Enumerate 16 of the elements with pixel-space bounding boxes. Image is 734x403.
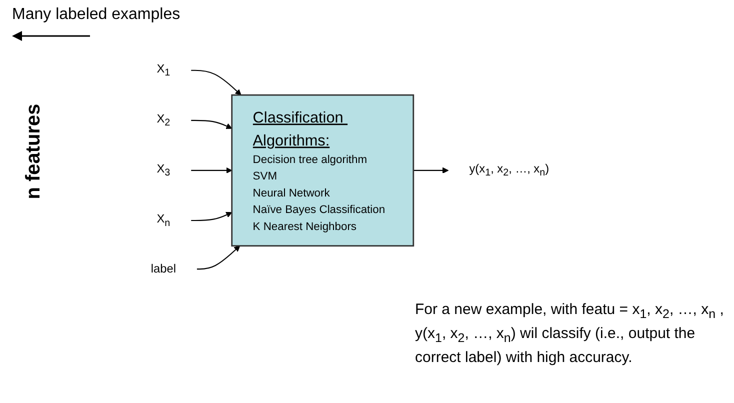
arrow xyxy=(191,70,242,96)
node-box: Classification Algorithms: Decision tree algorithm SVM Neural Network Naïve Bayes Classification K Nearest Neighbors xyxy=(231,94,414,247)
note-text: For a new example, with featu = x$_{1}$, x$_{2}$, …, x$_{n}$ , y(x$_{1}$, x$_{2}$, …, x$_{n}$) wil classify (i.e., output the correct label) with high accuracy. xyxy=(415,300,725,368)
node-text: X$_{1}$ xyxy=(156,62,170,78)
node-text: y(x$_{1}$, x$_{2}$, …, x$_{n}$) xyxy=(469,162,550,179)
arrow xyxy=(191,120,232,129)
axis-label: n features xyxy=(22,104,46,200)
arrow xyxy=(191,212,232,221)
node-text: X$_{3}$ xyxy=(156,162,170,179)
node-text: label xyxy=(150,262,176,276)
node-text: X$_{n}$ xyxy=(156,212,170,229)
arrow xyxy=(191,167,232,174)
arrow xyxy=(196,246,240,270)
node-text: X$_{2}$ xyxy=(156,112,170,129)
arrow xyxy=(413,167,449,174)
note-text: Many labeled examples xyxy=(12,6,180,24)
